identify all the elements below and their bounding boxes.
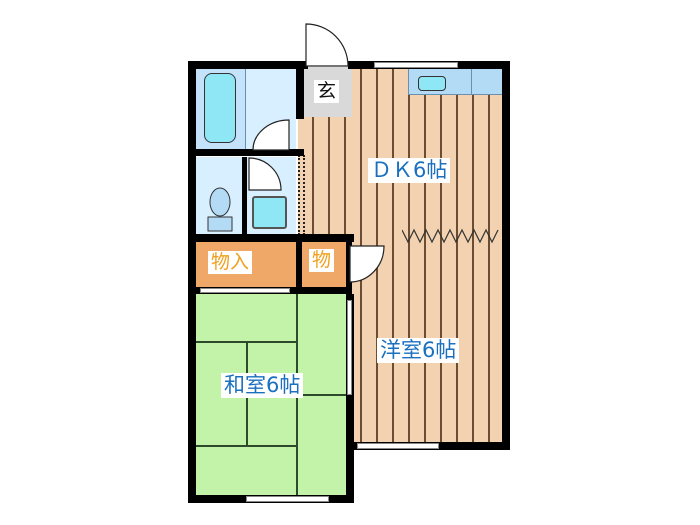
wall-bath-toilet bbox=[188, 149, 304, 156]
storage-large-label: 物入 bbox=[208, 251, 253, 274]
wall-toilet-storage bbox=[188, 234, 354, 242]
tatami-line bbox=[196, 445, 296, 447]
genkan-label: 玄 bbox=[314, 80, 340, 103]
sliding-door-storage bbox=[200, 288, 290, 293]
wall-top-left bbox=[188, 61, 308, 69]
window-bottom-left bbox=[246, 496, 329, 502]
dotted-boundary-2 bbox=[303, 155, 305, 235]
counter-divider bbox=[471, 67, 472, 95]
window-top bbox=[374, 62, 458, 68]
bathtub-icon bbox=[204, 73, 236, 143]
toilet-door-icon bbox=[248, 157, 282, 191]
wall-storage-right bbox=[346, 234, 352, 294]
wall-storage-divider bbox=[296, 234, 302, 292]
wall-left bbox=[188, 61, 196, 503]
storage-small-label: 物 bbox=[309, 249, 335, 272]
dk-label: ＤＫ6帖 bbox=[368, 158, 451, 183]
dotted-boundary bbox=[298, 155, 300, 235]
bathroom-door-icon bbox=[252, 119, 290, 151]
toilet-room-divider bbox=[242, 157, 247, 234]
tatami-line bbox=[296, 394, 346, 396]
toilet-icon bbox=[207, 187, 233, 232]
youshitsu-label: 洋室6帖 bbox=[377, 338, 460, 363]
washbasin-icon bbox=[252, 196, 287, 229]
sliding-door-tatami bbox=[347, 300, 352, 395]
kitchen-sink bbox=[418, 76, 446, 91]
entrance-door-icon bbox=[305, 23, 349, 67]
wall-tatami-right bbox=[346, 294, 354, 503]
wall-bath-right bbox=[296, 61, 304, 119]
window-bottom-right bbox=[357, 443, 439, 449]
storage-door-icon bbox=[349, 245, 385, 283]
washitsu-label: 和室6帖 bbox=[221, 373, 304, 398]
partition-zigzag bbox=[402, 228, 499, 244]
wall-right bbox=[502, 61, 510, 450]
